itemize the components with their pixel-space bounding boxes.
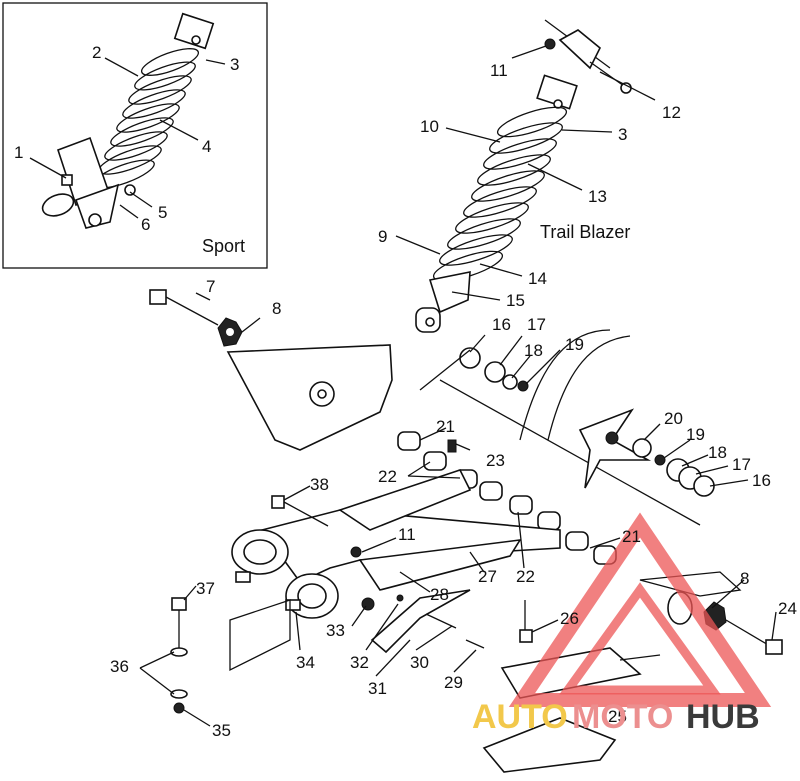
callout-38: 38 bbox=[310, 475, 329, 494]
callout-13: 13 bbox=[588, 187, 607, 206]
watermark-logo bbox=[508, 512, 772, 707]
bolt-38 bbox=[271, 495, 329, 527]
callout-27: 27 bbox=[478, 567, 497, 586]
callout-3: 3 bbox=[230, 55, 239, 74]
callout-21b: 21 bbox=[622, 527, 641, 546]
watermark-auto: AUTO bbox=[472, 698, 568, 736]
callout-25: 25 bbox=[608, 707, 627, 726]
callout-14: 14 bbox=[528, 269, 547, 288]
caption-trail-blazer: Trail Blazer bbox=[540, 222, 630, 242]
callout-20: 20 bbox=[664, 409, 683, 428]
callout-12: 12 bbox=[662, 103, 681, 122]
callout-8b: 8 bbox=[740, 569, 749, 588]
bolt-7 bbox=[149, 289, 219, 326]
callout-18b: 18 bbox=[708, 443, 727, 462]
callout-16b: 16 bbox=[752, 471, 771, 490]
swing-arm bbox=[231, 469, 561, 619]
callout-numbers: 1 2 3 4 5 6 7 8 9 10 11 12 3 13 14 15 16… bbox=[14, 43, 797, 740]
callout-31: 31 bbox=[368, 679, 387, 698]
trail-blazer-shock bbox=[415, 19, 632, 333]
callout-33: 33 bbox=[326, 621, 345, 640]
sport-shock bbox=[41, 12, 215, 229]
callout-19: 19 bbox=[565, 335, 584, 354]
watermark-text: AUTO MOTO HUB bbox=[472, 698, 760, 736]
callout-5: 5 bbox=[158, 203, 167, 222]
shield bbox=[226, 344, 393, 451]
callout-23: 23 bbox=[486, 451, 505, 470]
upper-washers bbox=[459, 347, 529, 392]
wheel-arc bbox=[519, 329, 631, 441]
callout-18: 18 bbox=[524, 341, 543, 360]
watermark-hub: HUB bbox=[686, 698, 760, 736]
callout-24: 24 bbox=[778, 599, 797, 618]
callout-29: 29 bbox=[444, 673, 463, 692]
callout-4: 4 bbox=[202, 137, 211, 156]
sport-inset-frame bbox=[2, 2, 268, 269]
callout-2: 2 bbox=[92, 43, 101, 62]
callout-37: 37 bbox=[196, 579, 215, 598]
caption-sport: Sport bbox=[202, 236, 245, 256]
callout-1: 1 bbox=[14, 143, 23, 162]
plate-8 bbox=[217, 317, 243, 347]
callout-7: 7 bbox=[206, 277, 215, 296]
callout-22: 22 bbox=[378, 467, 397, 486]
callout-8: 8 bbox=[272, 299, 281, 318]
callout-10: 10 bbox=[420, 117, 439, 136]
callout-26: 26 bbox=[560, 609, 579, 628]
callout-19b: 19 bbox=[686, 425, 705, 444]
callout-30: 30 bbox=[410, 653, 429, 672]
callout-34: 34 bbox=[296, 653, 315, 672]
callout-32: 32 bbox=[350, 653, 369, 672]
callout-17: 17 bbox=[527, 315, 546, 334]
lower-washers bbox=[578, 408, 715, 497]
callout-9: 9 bbox=[378, 227, 387, 246]
callout-22b: 22 bbox=[516, 567, 535, 586]
callout-16: 16 bbox=[492, 315, 511, 334]
callout-3b: 3 bbox=[618, 125, 627, 144]
callout-15: 15 bbox=[506, 291, 525, 310]
callout-11: 11 bbox=[490, 61, 508, 80]
callout-36: 36 bbox=[110, 657, 129, 676]
callout-17b: 17 bbox=[732, 455, 751, 474]
callout-6: 6 bbox=[141, 215, 150, 234]
skid-bracket bbox=[361, 589, 485, 654]
watermark-moto: MOTO bbox=[572, 698, 673, 736]
bolt-stack-left bbox=[170, 597, 291, 714]
callout-11b: 11 bbox=[398, 525, 416, 544]
callout-35: 35 bbox=[212, 721, 231, 740]
callout-21: 21 bbox=[436, 417, 455, 436]
callout-28: 28 bbox=[430, 585, 449, 604]
